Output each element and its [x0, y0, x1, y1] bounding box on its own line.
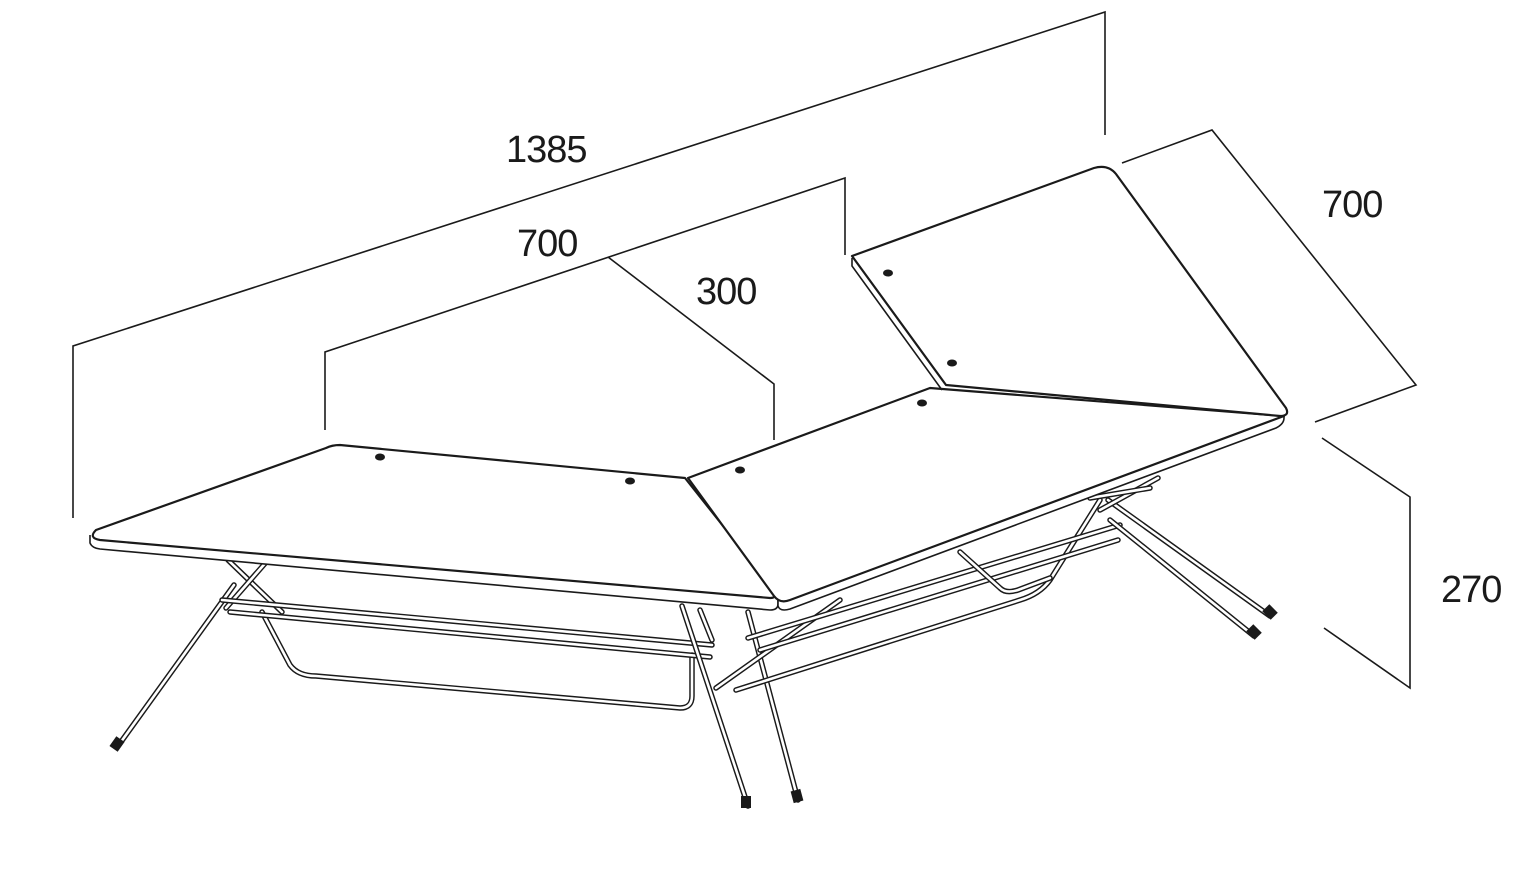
leg-feet — [109, 604, 1278, 808]
left-width-dimension-line — [324, 176, 846, 430]
right-upper-tabletop — [850, 165, 1289, 418]
left-depth-dimension-line — [607, 256, 775, 440]
height-label: 270 — [1441, 569, 1502, 611]
right-upper-top-edge — [851, 258, 943, 391]
right-width-label: 700 — [1322, 184, 1383, 226]
left-width-label: 700 — [517, 223, 578, 265]
table-frame — [109, 475, 1278, 809]
height-dimension-line — [1321, 437, 1411, 690]
right-width-dimension-line — [1121, 129, 1418, 423]
left-depth-label: 300 — [696, 271, 757, 313]
overall-length-label: 1385 — [506, 129, 588, 171]
screw-holes — [375, 269, 957, 485]
overall-length-dimension-line — [72, 10, 1106, 518]
middle-tabletop — [686, 386, 1286, 603]
dimension-lines — [72, 10, 1418, 690]
table-tops — [89, 165, 1289, 611]
